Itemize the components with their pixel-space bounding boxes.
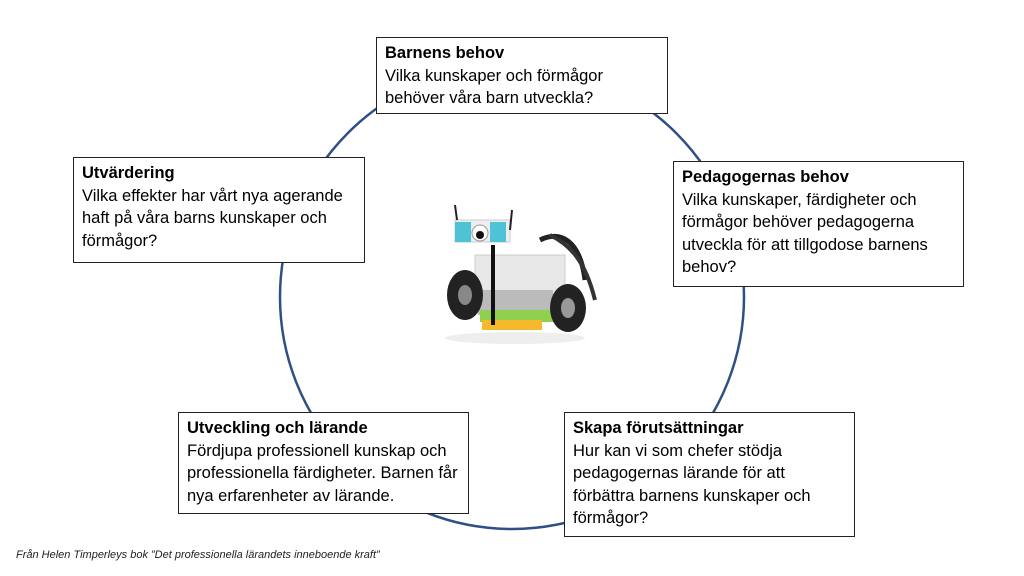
source-caption: Från Helen Timperleys bok ”Det professio… xyxy=(16,549,380,561)
box-utveckling-och-larande: Utveckling och lärande Fördjupa professi… xyxy=(178,412,469,514)
box-title: Utveckling och lärande xyxy=(187,419,368,437)
box-title: Skapa förutsättningar xyxy=(573,419,744,437)
box-title: Barnens behov xyxy=(385,44,505,62)
box-text: Vilka kunskaper, färdigheter och förmågo… xyxy=(682,190,928,277)
box-pedagogernas-behov: Pedagogernas behov Vilka kunskaper, färd… xyxy=(673,161,964,287)
box-barnens-behov: Barnens behov Vilka kunskaper och förmåg… xyxy=(376,37,668,114)
box-text: Vilka kunskaper och förmågor behöver vår… xyxy=(385,66,603,108)
box-text: Vilka effekter har vårt nya agerande haf… xyxy=(82,186,343,250)
box-utvardering: Utvärdering Vilka effekter har vårt nya … xyxy=(73,157,365,263)
lego-robot-image xyxy=(445,204,597,344)
box-text: Hur kan vi som chefer stödja pedagogerna… xyxy=(573,441,811,528)
box-text: Fördjupa professionell kunskap och profe… xyxy=(187,441,458,505)
box-title: Pedagogernas behov xyxy=(682,168,849,186)
box-title: Utvärdering xyxy=(82,164,175,182)
box-skapa-forutsattningar: Skapa förutsättningar Hur kan vi som che… xyxy=(564,412,855,537)
